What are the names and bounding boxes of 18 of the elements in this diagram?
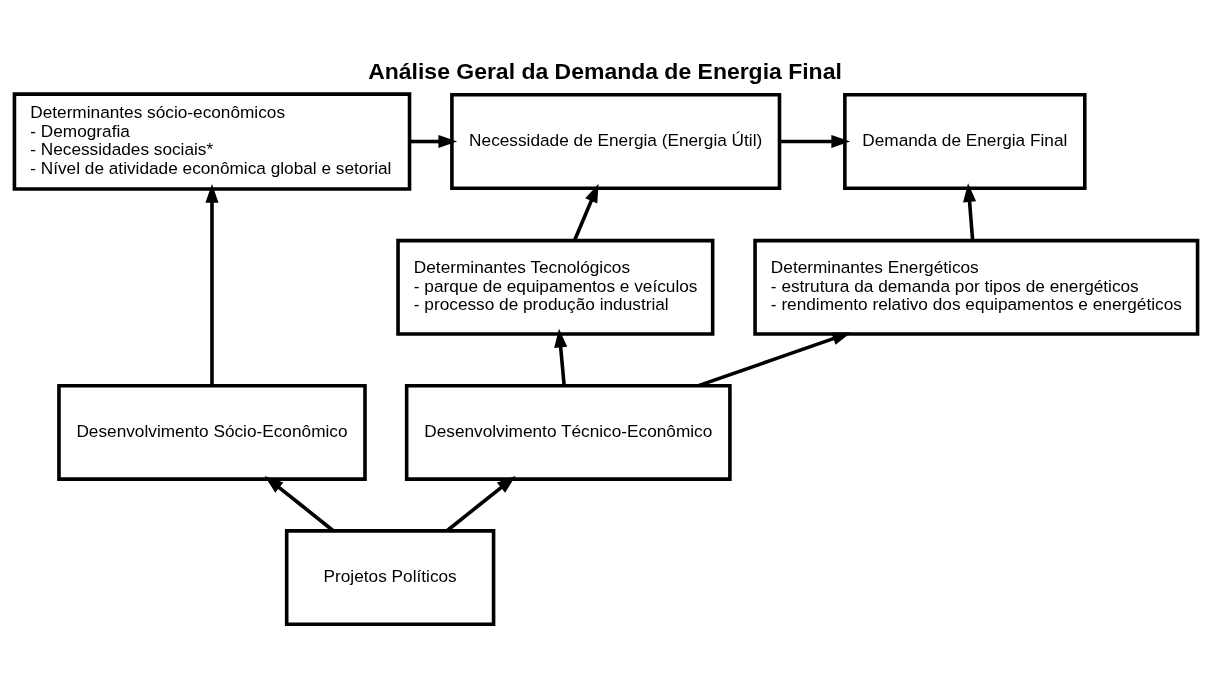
node-box: Necessidade de Energia (Energia Útil): [450, 92, 782, 190]
arrow: [780, 134, 851, 148]
diagram-title: Análise Geral da Demanda de Energia Final: [368, 57, 842, 84]
node-box: Demanda de Energia Final: [843, 92, 1087, 190]
node-box: Determinantes Tecnológicos - parque de equipamentos e veículos - processo de produção industrial: [396, 238, 715, 336]
arrow: [572, 183, 599, 241]
arrow: [554, 328, 568, 386]
arrow: [697, 331, 852, 387]
arrow: [409, 134, 458, 148]
arrow: [264, 475, 335, 532]
arrow: [445, 475, 516, 532]
arrow: [963, 182, 977, 240]
node-box: Projetos Políticos: [284, 528, 496, 626]
node-box: Desenvolvimento Técnico-Econômico: [404, 383, 732, 481]
node-box: Determinantes sócio-econômicos - Demografia - Necessidades sociais* - Nível de atividade econômica global e setorial: [12, 91, 412, 191]
arrow: [205, 183, 219, 385]
node-box: Determinantes Energéticos - estrutura da demanda por tipos de energéticos - rendimento relativo dos equipamentos e energéticos: [753, 238, 1200, 336]
node-box: Desenvolvimento Sócio-Econômico: [57, 383, 367, 481]
